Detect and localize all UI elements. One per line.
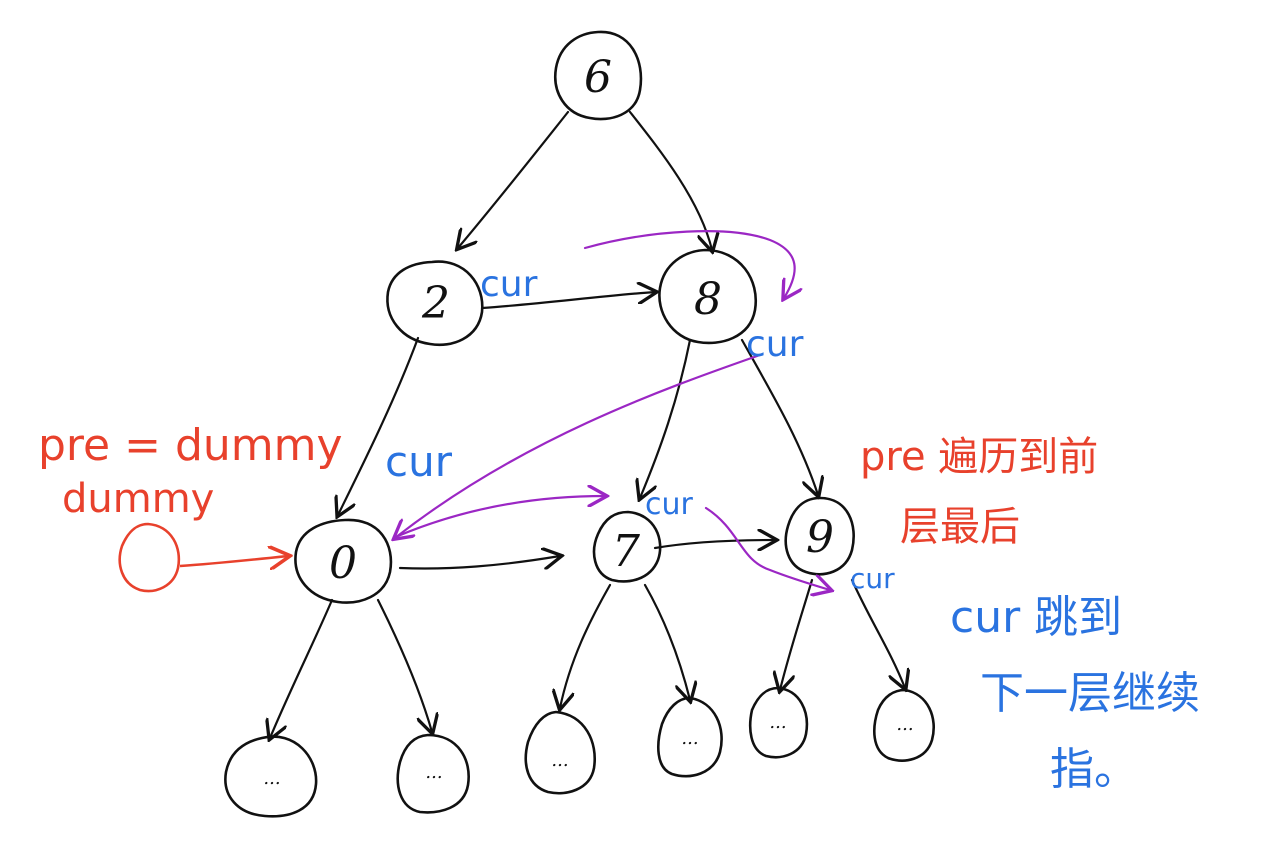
dummy-to-0-arrow bbox=[179, 556, 288, 566]
leaf3-label: ... bbox=[551, 750, 568, 771]
edge-7-9-next bbox=[653, 540, 775, 548]
cur-jump-0-to-7 bbox=[396, 496, 605, 538]
leaf2-circle bbox=[396, 733, 470, 814]
node-9-label: 9 bbox=[806, 512, 834, 563]
cur-jump-7-to-9 bbox=[704, 506, 830, 590]
cur-label-node-9: cur bbox=[850, 562, 895, 595]
leaf6-label: ... bbox=[896, 714, 913, 735]
node-8-circle bbox=[658, 248, 758, 345]
leaf4-circle bbox=[657, 696, 723, 778]
edge-6-2 bbox=[458, 110, 570, 248]
node-9-circle bbox=[784, 496, 855, 576]
edge-2-8-next bbox=[480, 292, 655, 310]
pre-note-line1: pre 遍历到前 bbox=[860, 434, 1098, 480]
edge-7-leaf3 bbox=[560, 583, 612, 708]
leaf1-circle bbox=[224, 735, 318, 818]
node-2-label: 2 bbox=[421, 278, 450, 329]
edge-2-0 bbox=[338, 336, 420, 515]
edge-8-7 bbox=[640, 338, 692, 498]
node-7-circle bbox=[592, 510, 662, 583]
cur-jump-8-to-0 bbox=[395, 353, 762, 538]
cur-note-line3: 指。 bbox=[1050, 744, 1138, 795]
cur-label-node-2: cur bbox=[480, 264, 538, 305]
cur-label-node-8: cur bbox=[746, 324, 804, 365]
node-8-label: 8 bbox=[694, 274, 722, 325]
edge-9-leaf6 bbox=[850, 578, 905, 688]
node-0-circle bbox=[294, 518, 393, 604]
cur-note-line1: cur 跳到 bbox=[950, 592, 1122, 643]
cur-note-line2: 下一层继续 bbox=[980, 668, 1200, 719]
edge-0-leaf1 bbox=[270, 598, 334, 738]
leaf3-circle bbox=[524, 710, 596, 795]
pre-dummy-label: pre = dummy bbox=[38, 420, 343, 471]
cur-label-node-0: cur bbox=[385, 437, 453, 486]
leaf4-label: ... bbox=[681, 728, 698, 749]
leaf1-label: ... bbox=[263, 768, 280, 789]
node-7-label: 7 bbox=[612, 526, 640, 577]
dummy-node-circle bbox=[118, 522, 181, 593]
edge-9-leaf5 bbox=[780, 578, 814, 690]
leaf2-label: ... bbox=[425, 762, 442, 783]
edge-6-8 bbox=[628, 110, 712, 250]
node-6-label: 6 bbox=[584, 52, 612, 103]
pre-note-line2: 层最后 bbox=[900, 504, 1020, 550]
cur-label-node-7: cur bbox=[645, 487, 694, 522]
edge-0-leaf2 bbox=[376, 598, 432, 732]
leaf6-circle bbox=[873, 688, 935, 762]
dummy-label: dummy bbox=[62, 476, 214, 522]
edge-7-leaf4 bbox=[643, 583, 690, 700]
node-2-circle bbox=[386, 260, 484, 347]
leaf5-label: ... bbox=[769, 712, 786, 733]
node-0-label: 0 bbox=[329, 538, 357, 589]
edge-0-7-next bbox=[398, 556, 560, 569]
node-6-circle bbox=[553, 30, 643, 121]
cur-jump-2-to-8 bbox=[583, 230, 795, 298]
leaf5-circle bbox=[748, 686, 809, 759]
